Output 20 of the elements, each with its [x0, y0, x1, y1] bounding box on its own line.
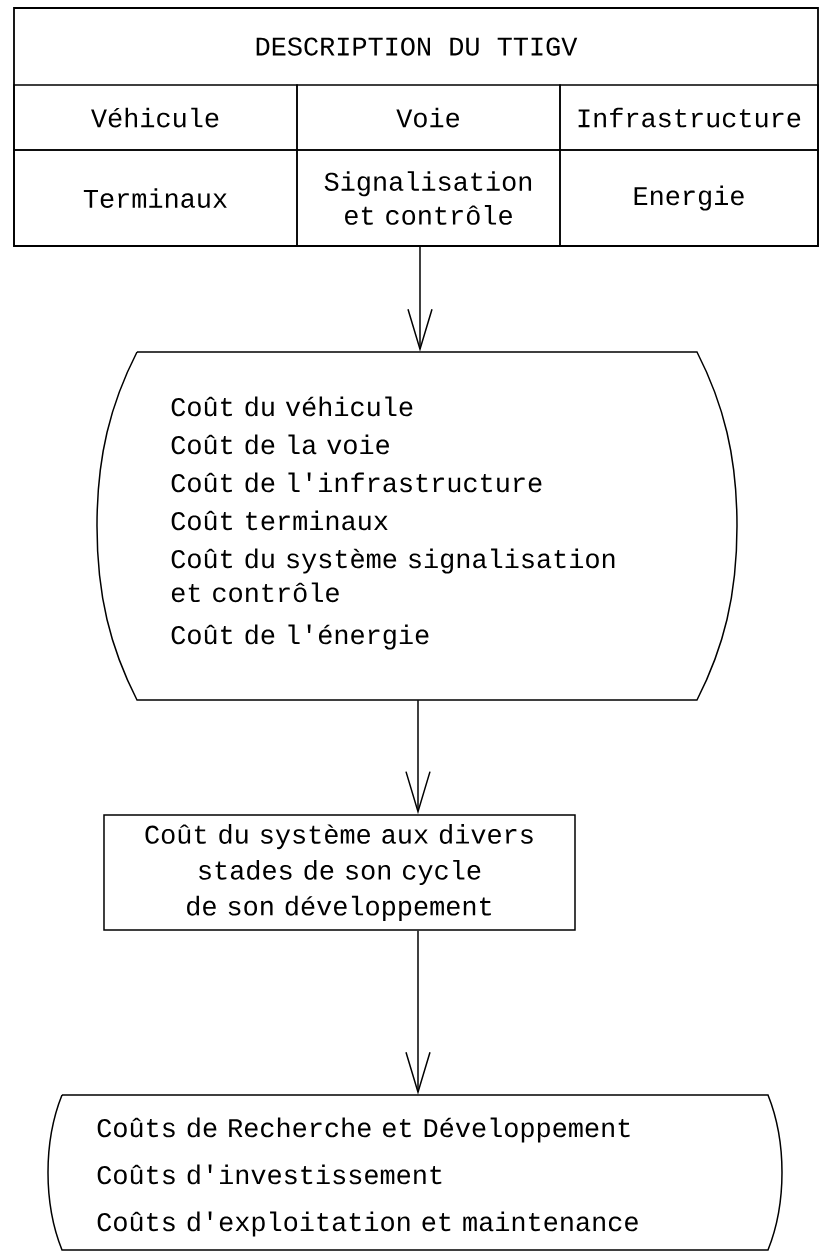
cost-item: Coût de l'infrastructure	[171, 472, 542, 493]
arrow	[407, 246, 433, 352]
cost-item: Coût du système signalisation et contrôle	[171, 548, 615, 603]
table-cell: Signalisation et contrôle	[296, 149, 561, 247]
table-cell: Voie	[296, 84, 561, 151]
process-box: Coût du système aux divers stades de son cycle de son développement	[103, 814, 576, 931]
table-cell: Terminaux	[13, 149, 298, 247]
table-cell: Infrastructure	[559, 84, 819, 151]
cost-item: Coûts d'investissement	[97, 1164, 442, 1185]
cost-item: Coût de la voie	[171, 434, 389, 455]
cost-item: Coût de l'énergie	[171, 624, 429, 650]
table-cell: Véhicule	[13, 84, 298, 151]
cost-item: Coût du véhicule	[171, 396, 413, 417]
cost-item: Coût terminaux	[171, 510, 388, 531]
cost-item: Coûts d'exploitation et maintenance	[97, 1211, 638, 1237]
table-title: DESCRIPTION DU TTIGV	[256, 37, 578, 56]
table-cell: Energie	[559, 149, 819, 247]
cost-item: Coûts de Recherche et Développement	[97, 1117, 630, 1143]
arrow	[405, 699, 431, 815]
arrow	[405, 930, 431, 1095]
